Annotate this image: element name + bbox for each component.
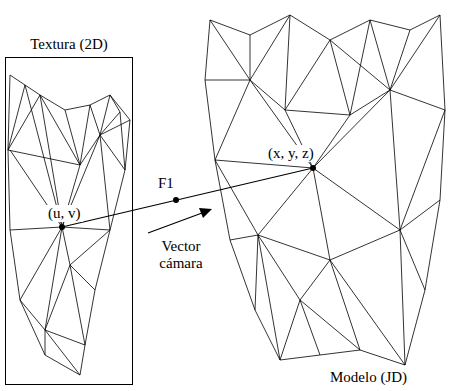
panel-heading: Modelo (JD) <box>328 369 409 386</box>
point-label: (x, y, z) <box>266 145 316 162</box>
point-label: F1 <box>156 175 176 192</box>
point-label: (u, v) <box>46 205 83 222</box>
vector-label: Vector cámara <box>148 238 214 271</box>
panel-heading: Textura (2D) <box>30 36 108 53</box>
